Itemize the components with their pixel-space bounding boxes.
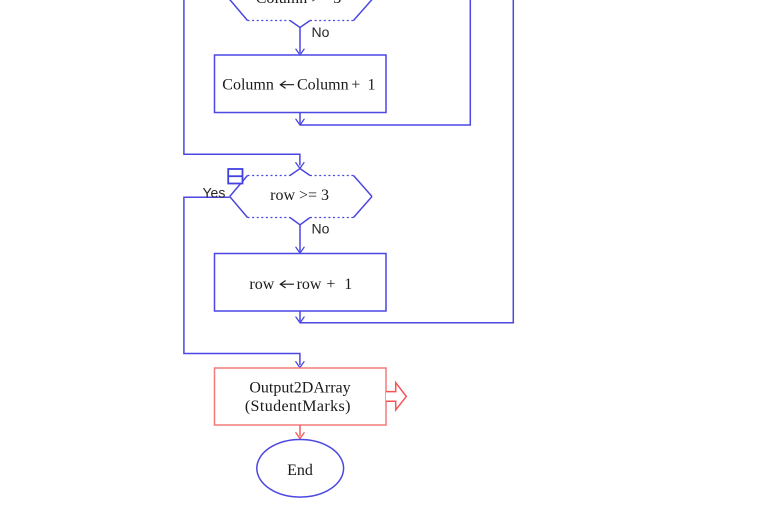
svg-text:No: No [312, 24, 330, 40]
svg-text:row: row [297, 276, 322, 293]
svg-text:End: End [287, 462, 313, 479]
svg-text:No: No [312, 220, 330, 236]
svg-text:Yes: Yes [203, 184, 226, 200]
svg-text:Output2DArray: Output2DArray [249, 379, 350, 396]
svg-text:+: + [351, 77, 360, 94]
svg-text:row: row [249, 276, 274, 293]
svg-text:Column: Column [222, 77, 274, 94]
svg-text:(StudentMarks): (StudentMarks) [245, 398, 351, 415]
svg-text:row >= 3: row >= 3 [270, 187, 329, 204]
svg-text:Column: Column [297, 77, 349, 94]
svg-text:Column >= 3: Column >= 3 [256, 0, 342, 7]
svg-text:1: 1 [344, 276, 352, 293]
svg-text:1: 1 [368, 77, 376, 94]
svg-text:+: + [326, 276, 335, 293]
